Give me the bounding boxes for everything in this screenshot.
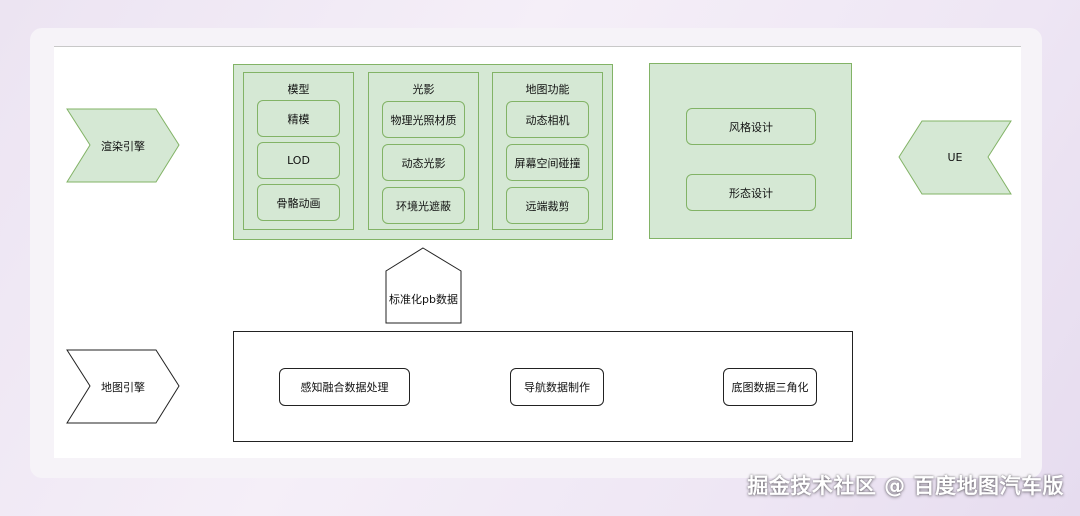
map-function-item: 屏幕空间碰撞 (506, 144, 589, 181)
map-function-item: 动态相机 (506, 101, 589, 138)
data-item: 导航数据制作 (510, 368, 604, 406)
model-column-title: 模型 (287, 83, 310, 96)
watermark: 掘金技术社区 @ 百度地图汽车版 (747, 474, 1064, 498)
design-item: 形态设计 (686, 174, 816, 211)
data-item: 感知融合数据处理 (279, 368, 410, 406)
light-item: 环境光遮蔽 (382, 187, 465, 224)
map-engine-chevron (66, 349, 180, 424)
model-item: 精模 (257, 100, 340, 137)
map-function-column-title: 地图功能 (525, 83, 570, 96)
pb-data-label: 标准化pb数据 (389, 293, 458, 306)
ue-arrow (898, 120, 1012, 195)
pb-data-connector (385, 247, 462, 324)
render-engine-label: 渲染引擎 (101, 139, 145, 153)
map-function-item: 远端裁剪 (506, 187, 589, 224)
ue-label: UE (947, 151, 963, 164)
design-item: 风格设计 (686, 108, 816, 145)
render-engine-chevron (66, 108, 180, 183)
top-divider (54, 46, 1021, 47)
map-engine-label: 地图引擎 (101, 380, 145, 394)
model-item: LOD (257, 142, 340, 179)
data-item: 底图数据三角化 (723, 368, 817, 406)
model-item: 骨骼动画 (257, 184, 340, 221)
light-column-title: 光影 (412, 83, 435, 96)
light-item: 物理光照材质 (382, 101, 465, 138)
design-panel (649, 63, 852, 239)
light-item: 动态光影 (382, 144, 465, 181)
